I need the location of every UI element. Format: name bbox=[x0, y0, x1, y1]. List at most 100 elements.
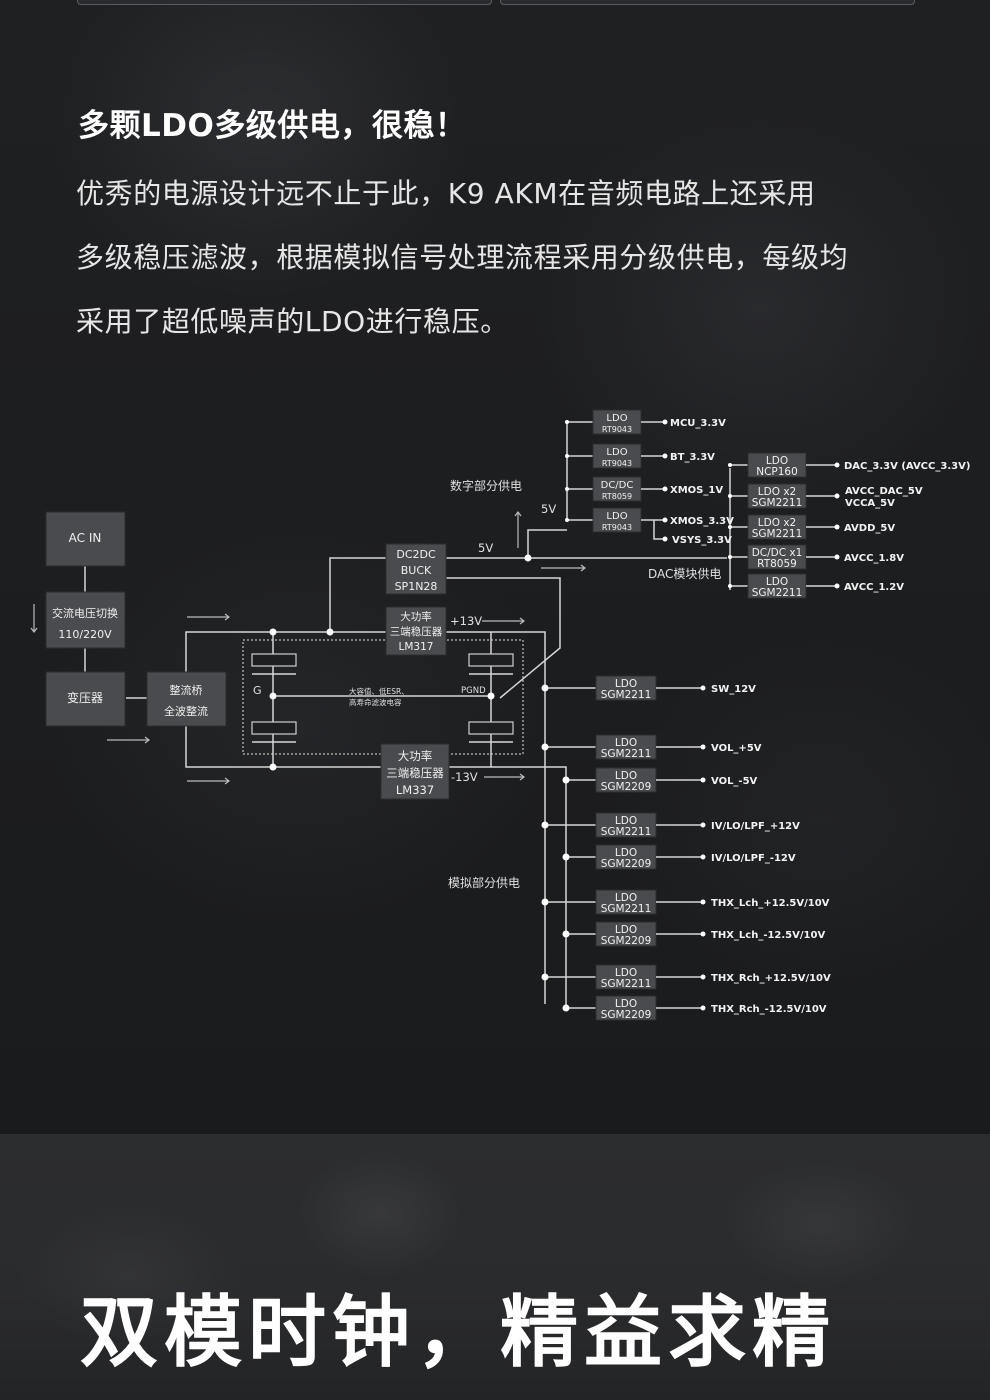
chip-type: LDO bbox=[606, 511, 627, 522]
output-rail-label: THX_Rch_-12.5V/10V bbox=[711, 1004, 827, 1015]
chip-model: SGM2209 bbox=[601, 935, 652, 947]
junction-dot bbox=[562, 853, 570, 861]
junction-dot bbox=[562, 776, 570, 784]
output-dot bbox=[834, 524, 840, 530]
chip-model: SGM2211 bbox=[601, 689, 652, 701]
output-dot bbox=[834, 493, 840, 499]
section-headline: 多颗LDO多级供电，很稳！ bbox=[78, 108, 467, 144]
digital-supply-label: 数字部分供电 bbox=[450, 478, 522, 493]
chip-type: LDO bbox=[766, 576, 788, 588]
voltage-switch-value: 110/220V bbox=[58, 628, 112, 641]
output-dot bbox=[700, 822, 706, 828]
output-dot bbox=[662, 517, 668, 523]
chip-type: LDO bbox=[766, 455, 788, 467]
chip-model: SGM2211 bbox=[601, 978, 652, 990]
chip-type: LDO bbox=[615, 847, 637, 859]
chip-model: RT8059 bbox=[757, 558, 797, 570]
chip-model: SGM2211 bbox=[752, 528, 803, 540]
output-rail-label: XMOS_3.3V bbox=[670, 516, 734, 527]
rectifier-label: 整流桥 bbox=[170, 683, 203, 697]
top-image-strip bbox=[0, 0, 990, 12]
output-dot bbox=[700, 974, 706, 980]
body-line: 采用了超低噪声的LDO进行稳压。 bbox=[76, 305, 509, 338]
capacitor-note: 高寿命滤波电容 bbox=[349, 697, 402, 707]
output-dot bbox=[700, 854, 706, 860]
chip-model: SGM2211 bbox=[601, 748, 652, 760]
body-line: 多级稳压滤波，根据模拟信号处理流程采用分级供电，每级均 bbox=[76, 241, 849, 274]
output-dot bbox=[662, 419, 668, 425]
chip-type: LDO bbox=[615, 998, 637, 1010]
chip-type: DC/DC x1 bbox=[752, 547, 803, 559]
voltage-switch-label: 交流电压切换 bbox=[52, 606, 118, 620]
junction-dot bbox=[728, 584, 732, 588]
rectifier-sublabel: 全波整流 bbox=[164, 704, 208, 718]
chip-type: LDO bbox=[606, 447, 627, 458]
junction-dot bbox=[541, 973, 549, 981]
chip-model: SGM2211 bbox=[601, 903, 652, 915]
dac-supply-label: DAC模块供电 bbox=[648, 567, 721, 581]
output-rail-label: AVCC_1.2V bbox=[844, 582, 904, 593]
output-dot bbox=[700, 931, 706, 937]
chip-type: LDO bbox=[615, 737, 637, 749]
lm317-block: 大功率 三端稳压器 LM317 bbox=[385, 606, 447, 656]
output-rail-label: THX_Rch_+12.5V/10V bbox=[711, 973, 831, 984]
output-rail-label: VOL_-5V bbox=[711, 776, 758, 787]
background-upper bbox=[0, 0, 990, 1134]
wiring bbox=[30, 422, 731, 1011]
output-dot bbox=[834, 554, 840, 560]
chip-model: SGM2211 bbox=[752, 497, 803, 509]
five-volt-label: 5V bbox=[541, 502, 556, 516]
chip-type: LDO bbox=[606, 413, 627, 424]
junction-dot bbox=[562, 1004, 570, 1012]
output-rail-label: XMOS_1V bbox=[670, 485, 723, 496]
chip-type: LDO x2 bbox=[758, 517, 796, 529]
body-paragraph: 优秀的电源设计远不止于此，K9 AKM在音频电路上还采用 多级稳压滤波，根据模拟… bbox=[76, 162, 926, 354]
lm337-line: LM337 bbox=[396, 783, 434, 797]
chip-model: SGM2209 bbox=[601, 1009, 652, 1021]
image-tile-left bbox=[77, 0, 492, 5]
background-lower bbox=[0, 1134, 990, 1400]
lm317-line: LM317 bbox=[399, 641, 434, 653]
output-dot bbox=[662, 486, 668, 492]
buck-line: DC2DC bbox=[396, 548, 436, 561]
digital-outputs: LDORT9043MCU_3.3VLDORT9043BT_3.3VDC/DCRT… bbox=[565, 409, 734, 546]
output-rail-label: AVCC_1.8V bbox=[844, 553, 904, 564]
junction-dot bbox=[565, 487, 569, 491]
transformer-label: 变压器 bbox=[67, 690, 103, 705]
chip-type: LDO bbox=[615, 967, 637, 979]
ground-label: G bbox=[253, 684, 262, 697]
output-rail-label: BT_3.3V bbox=[670, 452, 715, 463]
output-rail-label: THX_Lch_-12.5V/10V bbox=[711, 930, 825, 941]
lm317-line: 三端稳压器 bbox=[390, 625, 443, 638]
buck-line: SP1N28 bbox=[395, 580, 438, 593]
capacitor-note: 大容值、低ESR、 bbox=[349, 686, 409, 696]
output-dot bbox=[834, 462, 840, 468]
buck-converter-block: DC2DC BUCK SP1N28 bbox=[385, 543, 447, 595]
junction-dot bbox=[728, 463, 732, 467]
lm317-line: 大功率 bbox=[400, 610, 432, 623]
chip-model: RT8059 bbox=[602, 492, 632, 501]
output-rail-label: AVCC_DAC_5V bbox=[845, 486, 923, 497]
chip-type: LDO bbox=[615, 892, 637, 904]
output-dot bbox=[834, 583, 840, 589]
junction-dot bbox=[728, 494, 732, 498]
output-rail-label: IV/LO/LPF_+12V bbox=[711, 821, 800, 832]
chip-model: SGM2211 bbox=[752, 587, 803, 599]
junction-dot bbox=[565, 420, 569, 424]
lm337-line: 三端稳压器 bbox=[386, 766, 444, 780]
